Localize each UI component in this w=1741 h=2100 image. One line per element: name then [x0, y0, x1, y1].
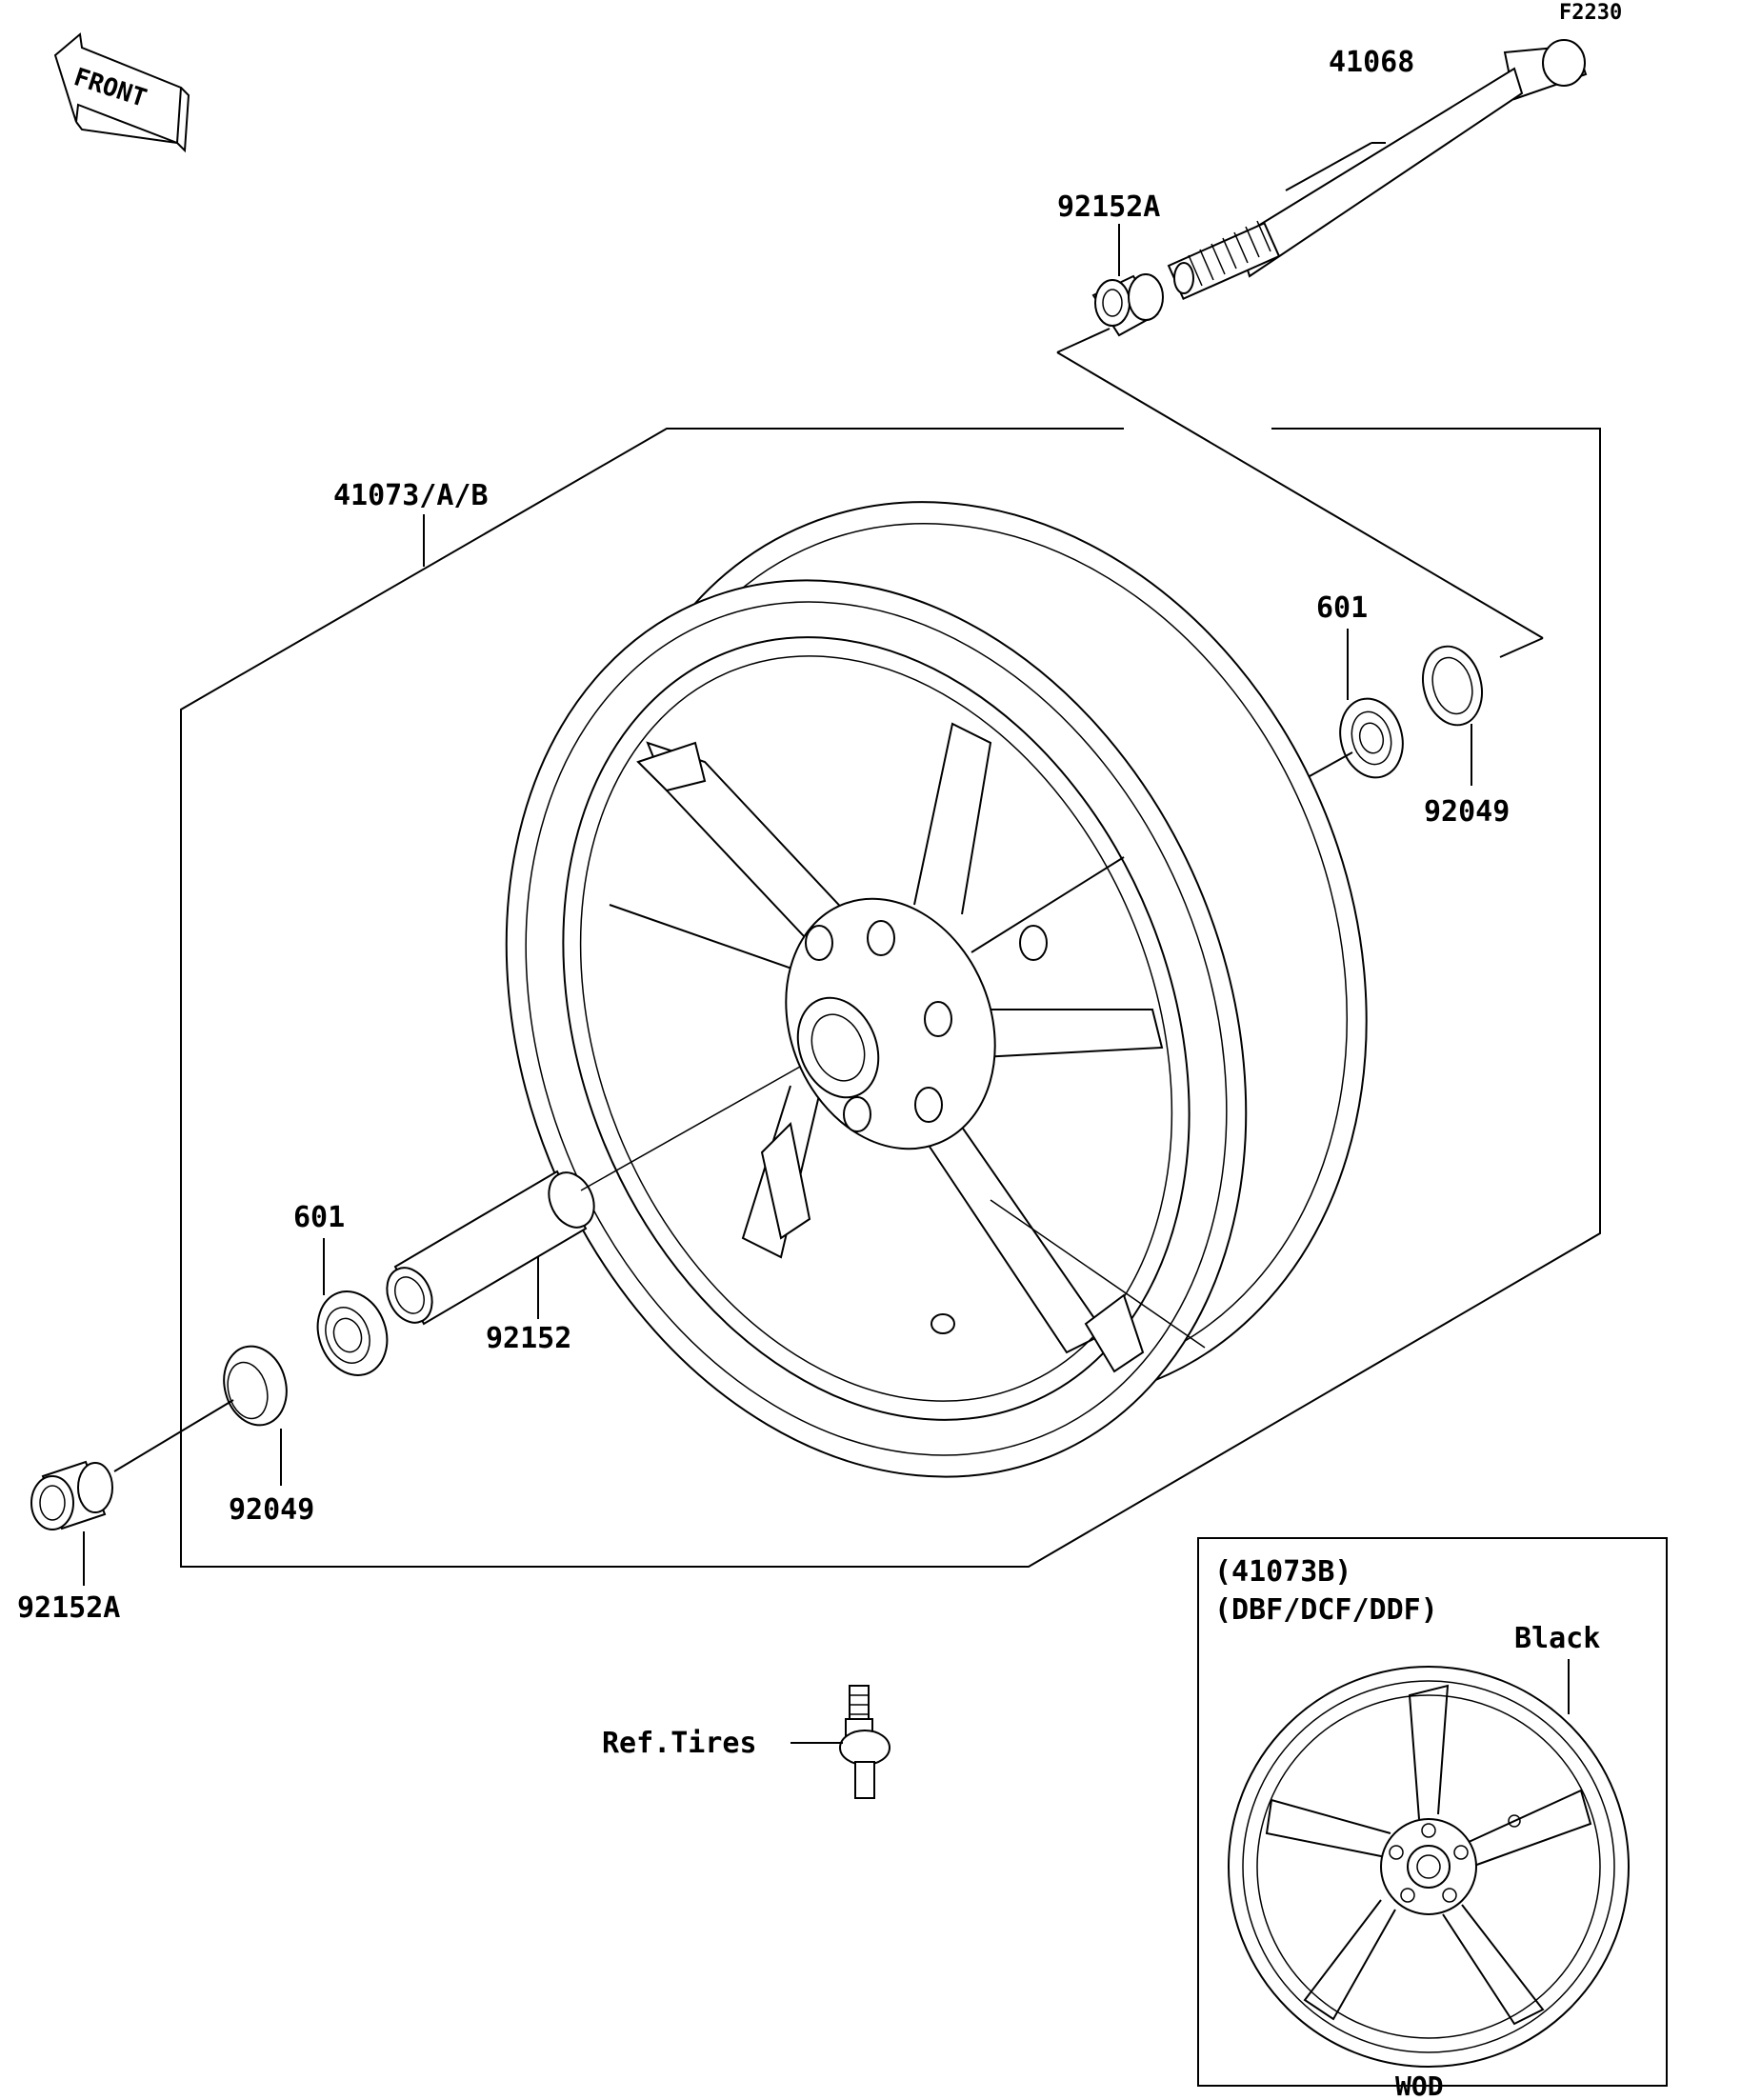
inset-wheel: [1228, 1666, 1630, 2068]
label-seal-right: 92049: [1424, 795, 1510, 829]
inset-title-line2: (DBF/DCF/DDF): [1214, 1593, 1438, 1627]
label-collar-middle: 92152: [486, 1322, 571, 1355]
collar-92152-middle: [386, 1170, 595, 1326]
front-arrow-icon: FRONT: [53, 32, 190, 153]
collar-92152a-bottom: [30, 1460, 113, 1530]
tire-valve-icon: [839, 1685, 891, 1799]
label-collar-top: 92152A: [1057, 190, 1160, 224]
seal-92049-right: [1422, 645, 1483, 727]
bearing-601-right: [1339, 697, 1404, 779]
bearing-601-left: [316, 1290, 389, 1376]
inset-title-line1: (41073B): [1214, 1555, 1352, 1589]
label-axle: 41068: [1329, 46, 1414, 79]
seal-92049-left: [223, 1345, 288, 1427]
collar-92152a-top: [1091, 273, 1164, 337]
wheel-41073: [505, 501, 1368, 1478]
label-bearing-left: 601: [293, 1201, 345, 1234]
inset-footer: WOD: [1395, 2070, 1444, 2100]
axle-41068: [1167, 39, 1588, 301]
label-valve-ref: Ref.Tires: [602, 1727, 757, 1760]
label-wheel: 41073/A/B: [333, 479, 489, 512]
inset-panel: (41073B) (DBF/DCF/DDF) Black: [1197, 1537, 1668, 2100]
label-seal-left: 92049: [229, 1493, 314, 1527]
inset-color-label: Black: [1514, 1622, 1600, 1655]
diagram-code: F2230: [1559, 1, 1622, 25]
label-collar-bottom: 92152A: [17, 1591, 120, 1625]
label-bearing-right: 601: [1316, 591, 1368, 625]
